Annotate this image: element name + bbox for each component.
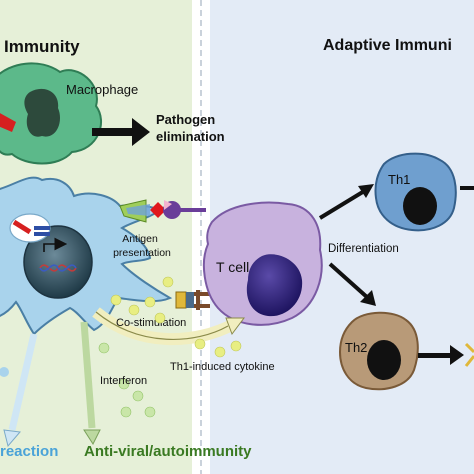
costim-receptor-icon (175, 290, 210, 310)
macrophage-cell (0, 62, 102, 165)
t-cell (202, 201, 323, 326)
co-stimulation-label: Co-stimulation (116, 317, 186, 329)
th2-out-arrow (418, 345, 464, 365)
pathogen-icon (0, 113, 16, 132)
th1-cell (374, 152, 457, 232)
macrophage-label: Macrophage (66, 82, 138, 97)
innate-title: Immunity (4, 37, 80, 56)
th2-label: Th2 (345, 340, 367, 355)
th1-arrow (318, 188, 368, 220)
mhc-antigen-icon (119, 199, 206, 223)
antigen-label-1: Antigen (122, 233, 158, 245)
dna-helix-icon (39, 264, 77, 272)
antiviral-label: Anti-viral/autoimmunity (84, 443, 252, 460)
interferon-label: Interferon (100, 375, 147, 387)
adaptive-title: Adaptive Immuni (323, 37, 452, 54)
th2-cell (338, 311, 419, 391)
t-cell-label: T cell (216, 259, 249, 275)
interferon-dots (98, 342, 156, 418)
pathogen-label-2: elimination (156, 129, 225, 144)
reaction-label: reaction (0, 443, 58, 460)
differentiation-label: Differentiation (328, 243, 399, 255)
th1-cytokine-label: Th1-induced cytokine (170, 361, 275, 373)
cytokine-dot-icon (110, 276, 242, 358)
th2-arrow (328, 262, 370, 300)
th1-label: Th1 (388, 172, 410, 187)
pathogen-label-1: Pathogen (156, 112, 215, 127)
pathogen-arrow (92, 118, 150, 146)
antigen-label-2: presentation (113, 247, 171, 259)
